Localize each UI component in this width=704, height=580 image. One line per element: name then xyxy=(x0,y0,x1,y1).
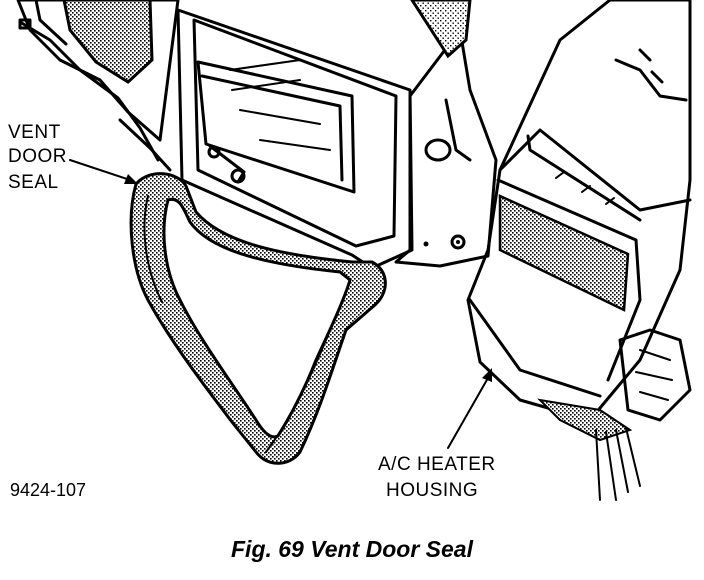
callout-label-line: HOUSING xyxy=(386,480,478,501)
callout-ac-heater-housing: A/C HEATER HOUSING xyxy=(378,368,496,501)
ac-heater-housing xyxy=(466,0,692,501)
callout-label-line: DOOR xyxy=(8,146,67,167)
figure-number: 9424-107 xyxy=(10,480,86,500)
callout-vent-door-seal: VENT DOOR SEAL xyxy=(8,122,138,193)
callout-label-line: A/C HEATER xyxy=(378,454,496,475)
arrowhead xyxy=(482,368,492,382)
mounting-bracket xyxy=(394,0,498,268)
upper-left-duct xyxy=(16,0,180,172)
leader-line xyxy=(447,377,489,449)
callout-label-line: VENT xyxy=(8,122,61,143)
vent-door-seal xyxy=(129,172,387,465)
arrowhead xyxy=(124,174,138,184)
callout-label-line: SEAL xyxy=(8,172,59,193)
vent-door-illustration: VENT DOOR SEAL A/C HEATER HOUSING 9424-1… xyxy=(8,0,692,501)
leader-line xyxy=(69,159,131,181)
figure-caption: Fig. 69 Vent Door Seal xyxy=(231,536,473,562)
